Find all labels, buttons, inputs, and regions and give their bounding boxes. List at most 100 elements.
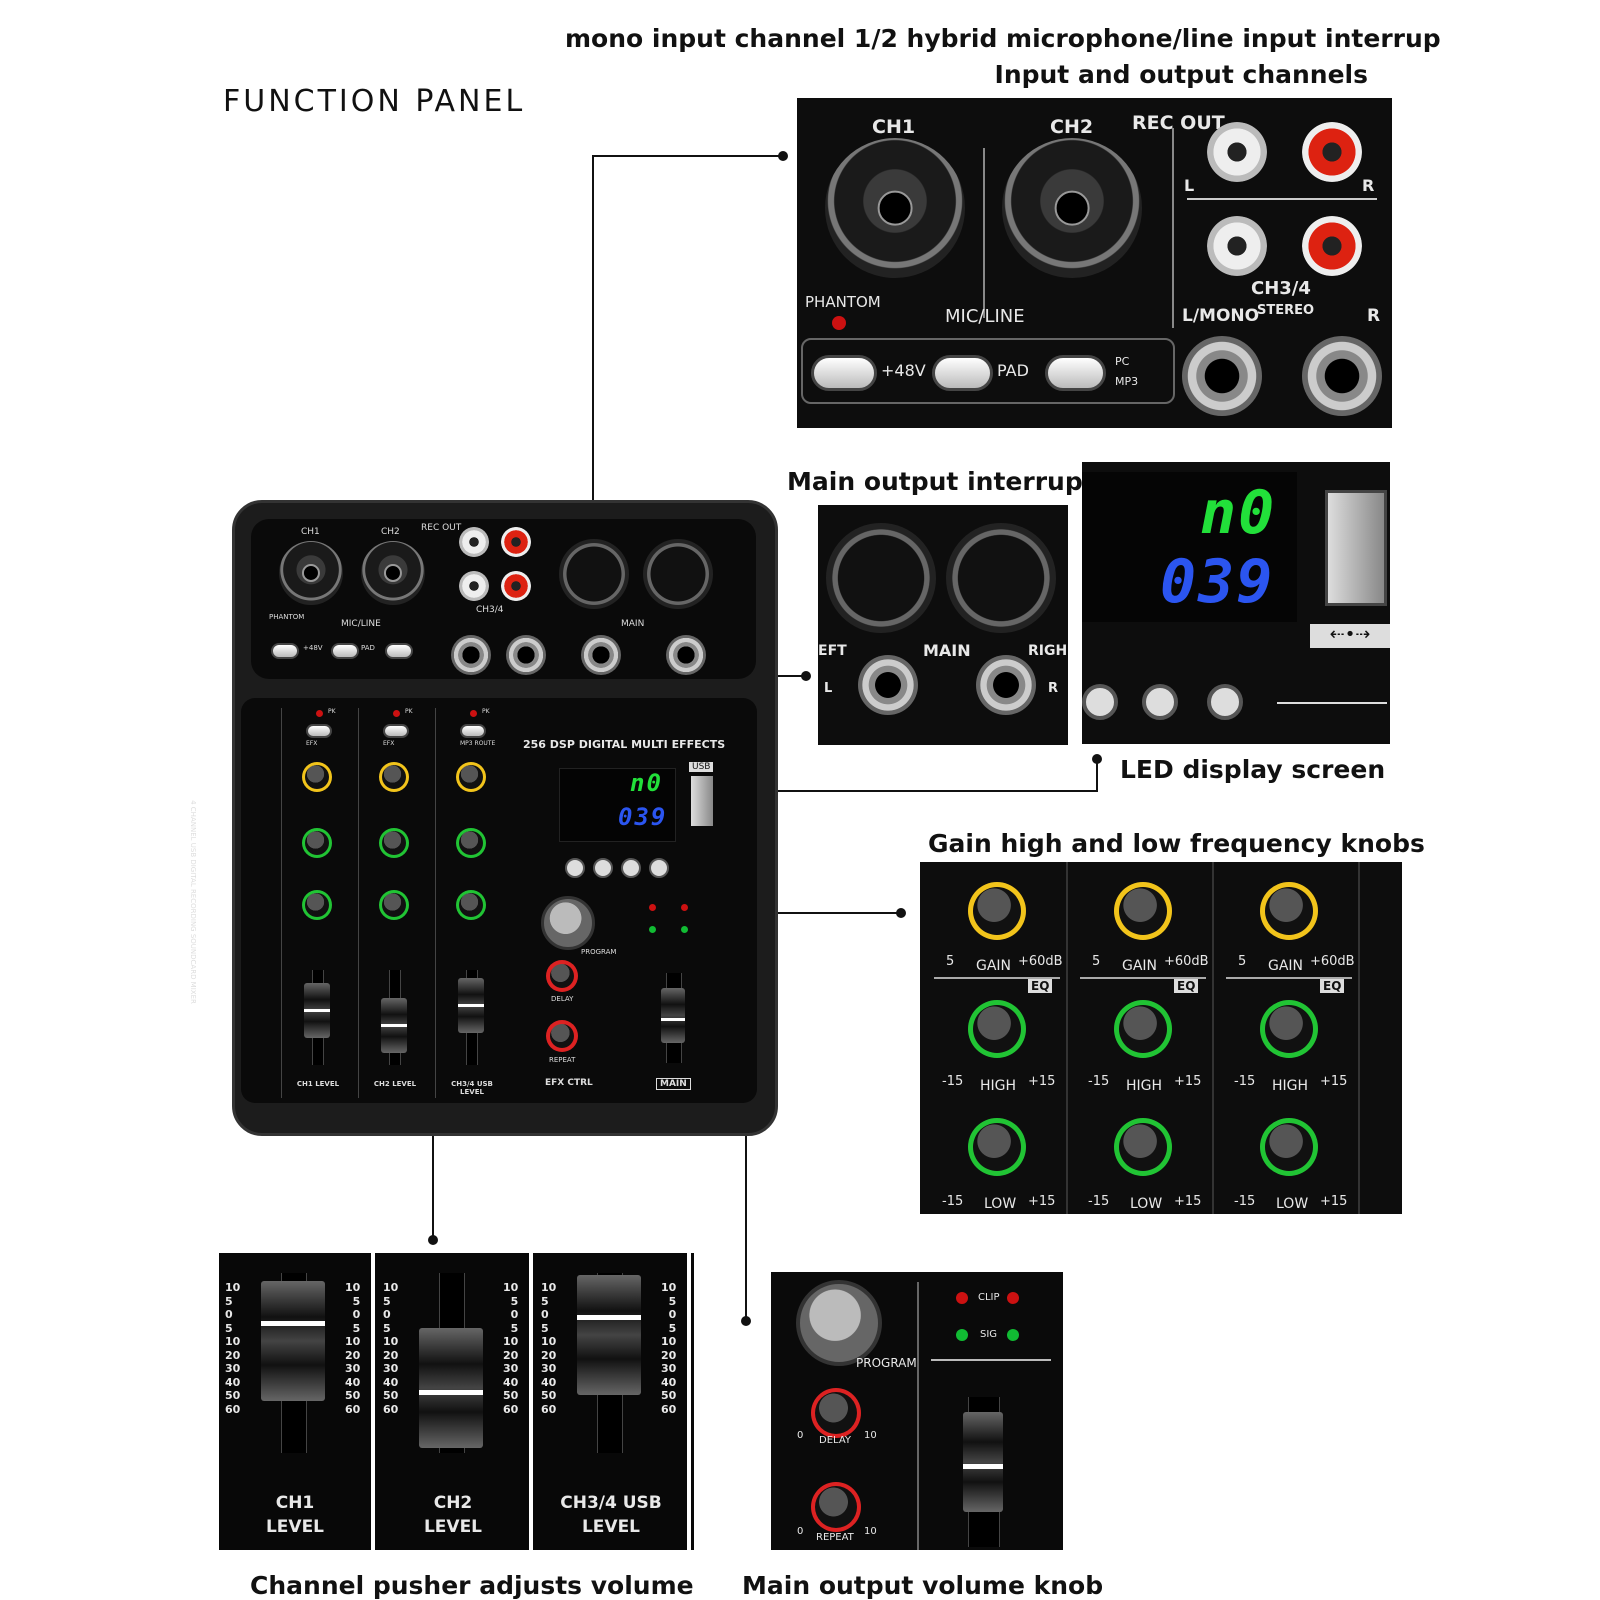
mixer-jack[interactable] <box>451 635 491 675</box>
gain-knob[interactable] <box>968 882 1026 940</box>
low-knob[interactable] <box>1114 1118 1172 1176</box>
mixer-48v-button[interactable] <box>271 643 299 659</box>
mixer-jack[interactable] <box>506 635 546 675</box>
mixer-usb-port[interactable] <box>691 776 713 826</box>
ch34-r-rca[interactable] <box>1302 216 1362 276</box>
mixer-transport-button[interactable] <box>565 858 585 878</box>
mixer-main-fader-knob[interactable] <box>661 988 685 1043</box>
low-label: LOW <box>984 1196 1017 1212</box>
main-label: MAIN <box>923 641 971 660</box>
mixer-side-text: 4 CHANNEL USB DIGITAL RECORDING SOUNDCAR… <box>188 800 197 1004</box>
mixer-fader-knob[interactable] <box>304 983 330 1038</box>
mixer-gain-knob[interactable] <box>302 762 332 792</box>
strip-switch[interactable] <box>460 724 486 738</box>
mixer-repeat-knob[interactable] <box>546 1020 578 1052</box>
eq-badge: EQ <box>1320 979 1345 993</box>
ch1-combo-jack[interactable] <box>825 138 965 278</box>
gain-label: GAIN <box>1268 958 1304 974</box>
strip-switch[interactable] <box>383 724 409 738</box>
fader-knob[interactable] <box>261 1281 325 1401</box>
high-knob[interactable] <box>968 1000 1026 1058</box>
mixer-rca[interactable] <box>459 571 489 601</box>
mixer-low-knob[interactable] <box>456 890 486 920</box>
mixer-rca[interactable] <box>459 527 489 557</box>
scale-tick: 50 <box>661 1389 677 1402</box>
usb-port[interactable] <box>1325 490 1387 606</box>
mixer-jack[interactable] <box>666 635 706 675</box>
fader-knob[interactable] <box>577 1275 641 1395</box>
pk-label: PK <box>328 708 336 715</box>
scale-tick: 60 <box>541 1402 557 1416</box>
rec-out-r-rca[interactable] <box>1302 122 1362 182</box>
scale-tick: 40 <box>225 1375 241 1389</box>
eq-panel: 5 GAIN +60dB EQ -15 HIGH +15 -15 LOW +15… <box>920 862 1402 1214</box>
button-strip <box>801 338 1175 404</box>
low-knob[interactable] <box>968 1118 1026 1176</box>
ch34-l-jack[interactable] <box>1182 336 1262 416</box>
mixer-pad-button[interactable] <box>331 643 359 659</box>
delay-10: 10 <box>864 1430 877 1441</box>
transport-button[interactable] <box>1082 684 1118 720</box>
mixer-fader-knob[interactable] <box>458 978 484 1033</box>
mixer-gain-knob[interactable] <box>456 762 486 792</box>
transport-button[interactable] <box>1142 684 1178 720</box>
mixer-rca[interactable] <box>501 571 531 601</box>
mixer-high-knob[interactable] <box>379 828 409 858</box>
mixer-low-knob[interactable] <box>302 890 332 920</box>
mixer-jack[interactable] <box>581 635 621 675</box>
ch2-combo-jack[interactable] <box>1002 138 1142 278</box>
strip-route-label: EFX <box>306 740 318 747</box>
mixer-gain-knob[interactable] <box>379 762 409 792</box>
leader-dot <box>741 1316 751 1326</box>
main-fader-knob[interactable] <box>963 1412 1003 1512</box>
pad-button[interactable] <box>932 355 993 391</box>
caption-channel-pusher: Channel pusher adjusts volume <box>250 1571 694 1600</box>
ch34-r-jack[interactable] <box>1302 336 1382 416</box>
gain-label: GAIN <box>976 958 1012 974</box>
rec-out-l-rca[interactable] <box>1207 122 1267 182</box>
delay-label: DELAY <box>819 1435 851 1446</box>
xlr-left[interactable] <box>826 523 936 633</box>
led-panel: n0 039 ⇠•⇢ <box>1082 462 1390 744</box>
xlr-right[interactable] <box>946 523 1056 633</box>
ch34-l-rca[interactable] <box>1207 216 1267 276</box>
mixer-pcmp3-button[interactable] <box>385 643 413 659</box>
main-l-jack[interactable] <box>858 655 918 715</box>
fader-knob[interactable] <box>419 1328 483 1448</box>
led-line1: n0 <box>1200 478 1277 548</box>
pk-led <box>470 710 477 717</box>
program-label: PROGRAM <box>856 1356 917 1370</box>
mixer-high-knob[interactable] <box>456 828 486 858</box>
mixer-rca[interactable] <box>501 527 531 557</box>
high-knob[interactable] <box>1260 1000 1318 1058</box>
mixer-delay-knob[interactable] <box>546 960 578 992</box>
mixer-xlr-l[interactable] <box>559 539 629 609</box>
phantom-48v-button[interactable] <box>811 355 877 391</box>
pk-led <box>393 710 400 717</box>
eq-badge: EQ <box>1028 979 1053 993</box>
mixer-fader-knob[interactable] <box>381 998 407 1053</box>
mixer-transport-button[interactable] <box>621 858 641 878</box>
mixer-transport-button[interactable] <box>649 858 669 878</box>
pc-mp3-button[interactable] <box>1045 355 1106 391</box>
low-knob[interactable] <box>1260 1118 1318 1176</box>
delay-knob[interactable] <box>811 1388 861 1438</box>
mixer-xlr-r[interactable] <box>643 539 713 609</box>
mixer-ch2-jack[interactable] <box>361 541 425 605</box>
high-knob[interactable] <box>1114 1000 1172 1058</box>
main-r-jack[interactable] <box>976 655 1036 715</box>
mixer-delay-label: DELAY <box>551 995 574 1003</box>
mixer-program-knob[interactable] <box>541 896 595 950</box>
io-panel: CH1 CH2 REC OUT L R CH3/4 STEREO PHANTOM… <box>797 98 1392 428</box>
mixer-ch1-jack[interactable] <box>279 541 343 605</box>
strip-switch[interactable] <box>306 724 332 738</box>
mixer-low-knob[interactable] <box>379 890 409 920</box>
repeat-knob[interactable] <box>811 1482 861 1532</box>
gain-knob[interactable] <box>1114 882 1172 940</box>
transport-button[interactable] <box>1207 684 1243 720</box>
mixer-transport-button[interactable] <box>593 858 613 878</box>
gain-knob[interactable] <box>1260 882 1318 940</box>
mixer-high-knob[interactable] <box>302 828 332 858</box>
program-knob[interactable] <box>796 1280 882 1366</box>
